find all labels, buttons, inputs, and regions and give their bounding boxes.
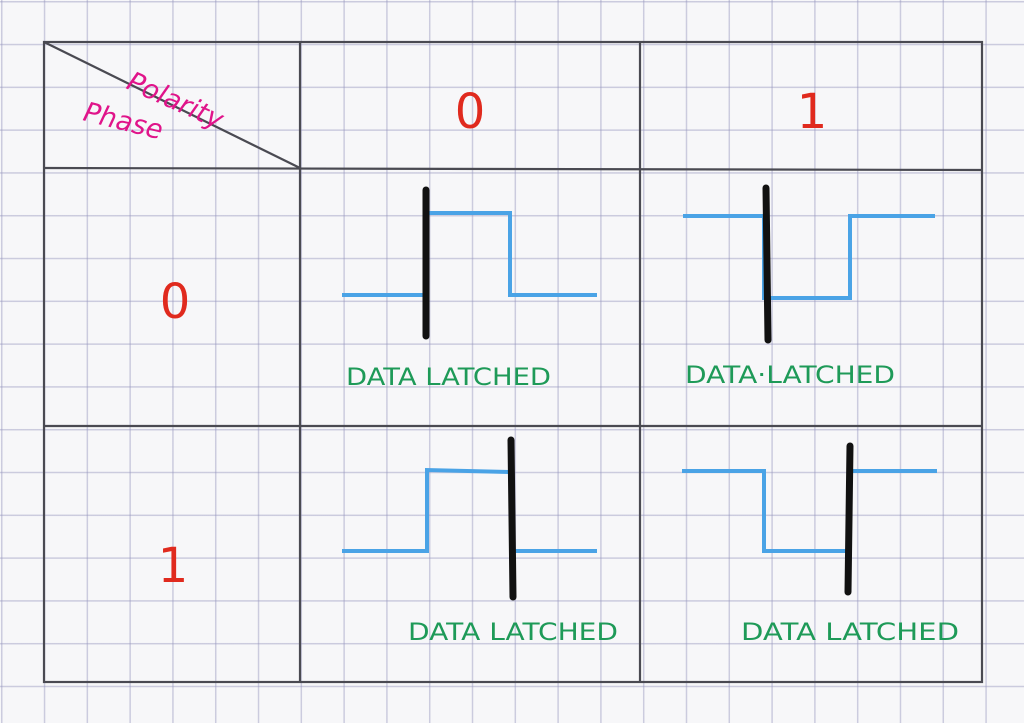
cell-phase1-polarity0-b: DATA LATCHED <box>342 436 618 646</box>
clock-waveform <box>683 214 935 300</box>
clock-waveform-fall <box>682 469 846 553</box>
data-latched-label: DATA LATCHED <box>408 618 618 646</box>
phase-0-header: 0 <box>160 274 191 330</box>
clock-waveform-rise <box>342 467 511 553</box>
header-divider <box>43 166 983 172</box>
corner-diagonal <box>43 41 301 169</box>
latch-marker <box>762 184 772 344</box>
cell-phase1-polarity1: DATA LATCHED <box>682 442 959 646</box>
table-border <box>42 40 984 684</box>
latch-marker <box>844 442 854 596</box>
data-latched-label: DATA LATCHED <box>741 618 959 646</box>
cell-phase1-polarity0: DATA·LATCHED <box>683 184 935 389</box>
polarity-0-header: 0 <box>455 84 486 140</box>
phase-1-header: 1 <box>158 538 189 594</box>
latch-marker <box>507 436 517 601</box>
data-latched-label: DATA·LATCHED <box>685 361 895 389</box>
clock-waveform <box>342 211 597 297</box>
polarity-1-header: 1 <box>797 84 828 140</box>
cell-phase0-polarity0: DATA LATCHED <box>342 186 597 391</box>
data-latched-label: DATA LATCHED <box>346 363 551 391</box>
